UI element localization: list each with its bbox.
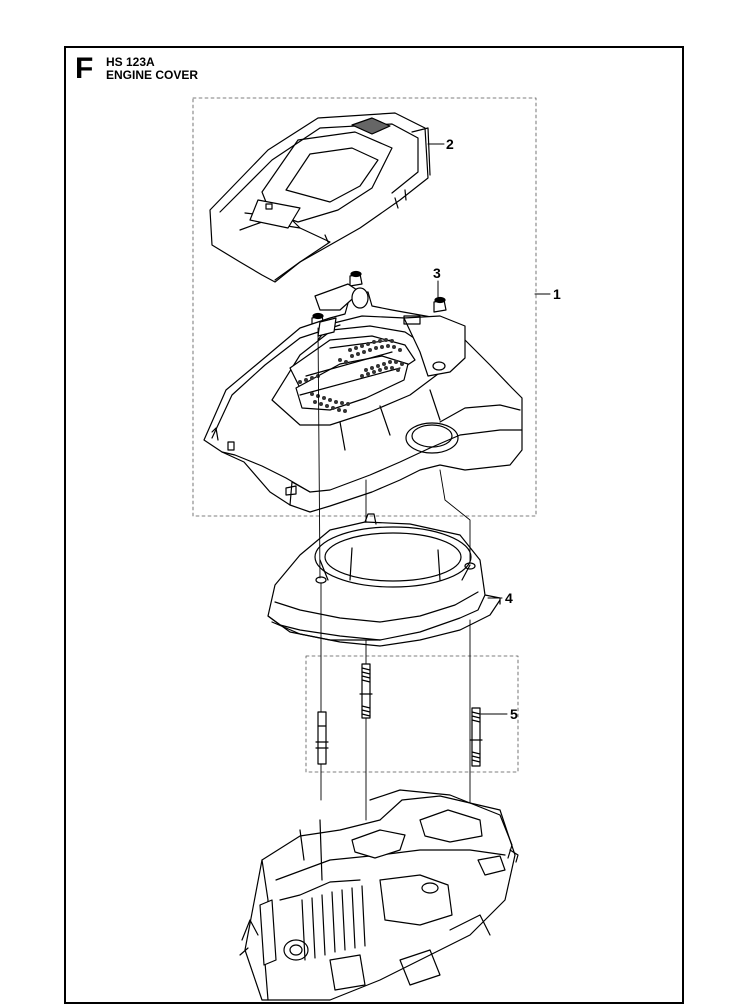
callout-4: 4: [505, 590, 513, 606]
section-letter: F: [75, 52, 94, 85]
nut-right: [433, 296, 447, 313]
callout-3: 3: [433, 265, 441, 281]
callout-2: 2: [446, 136, 454, 152]
nut-front: [349, 270, 363, 287]
group-box-bolts: [305, 655, 519, 773]
engine-cover-housing: [203, 283, 523, 513]
group-box-cover-assembly: [192, 97, 537, 517]
vent-honeycomb: [298, 338, 404, 413]
callout-leaders: [427, 143, 551, 715]
callout-5: 5: [510, 706, 518, 722]
page-title: ENGINE COVER: [106, 68, 199, 82]
top-cover-lid: [209, 112, 431, 283]
stud-bolt-left: [315, 711, 329, 765]
blower-housing: [267, 513, 501, 647]
model-number: HS 123A: [106, 55, 155, 69]
stud-bolt-middle: [359, 663, 373, 719]
engine-block: [239, 789, 519, 1001]
page-frame: [64, 46, 684, 1004]
callout-1: 1: [553, 286, 561, 302]
stud-bolt-right: [469, 707, 483, 767]
